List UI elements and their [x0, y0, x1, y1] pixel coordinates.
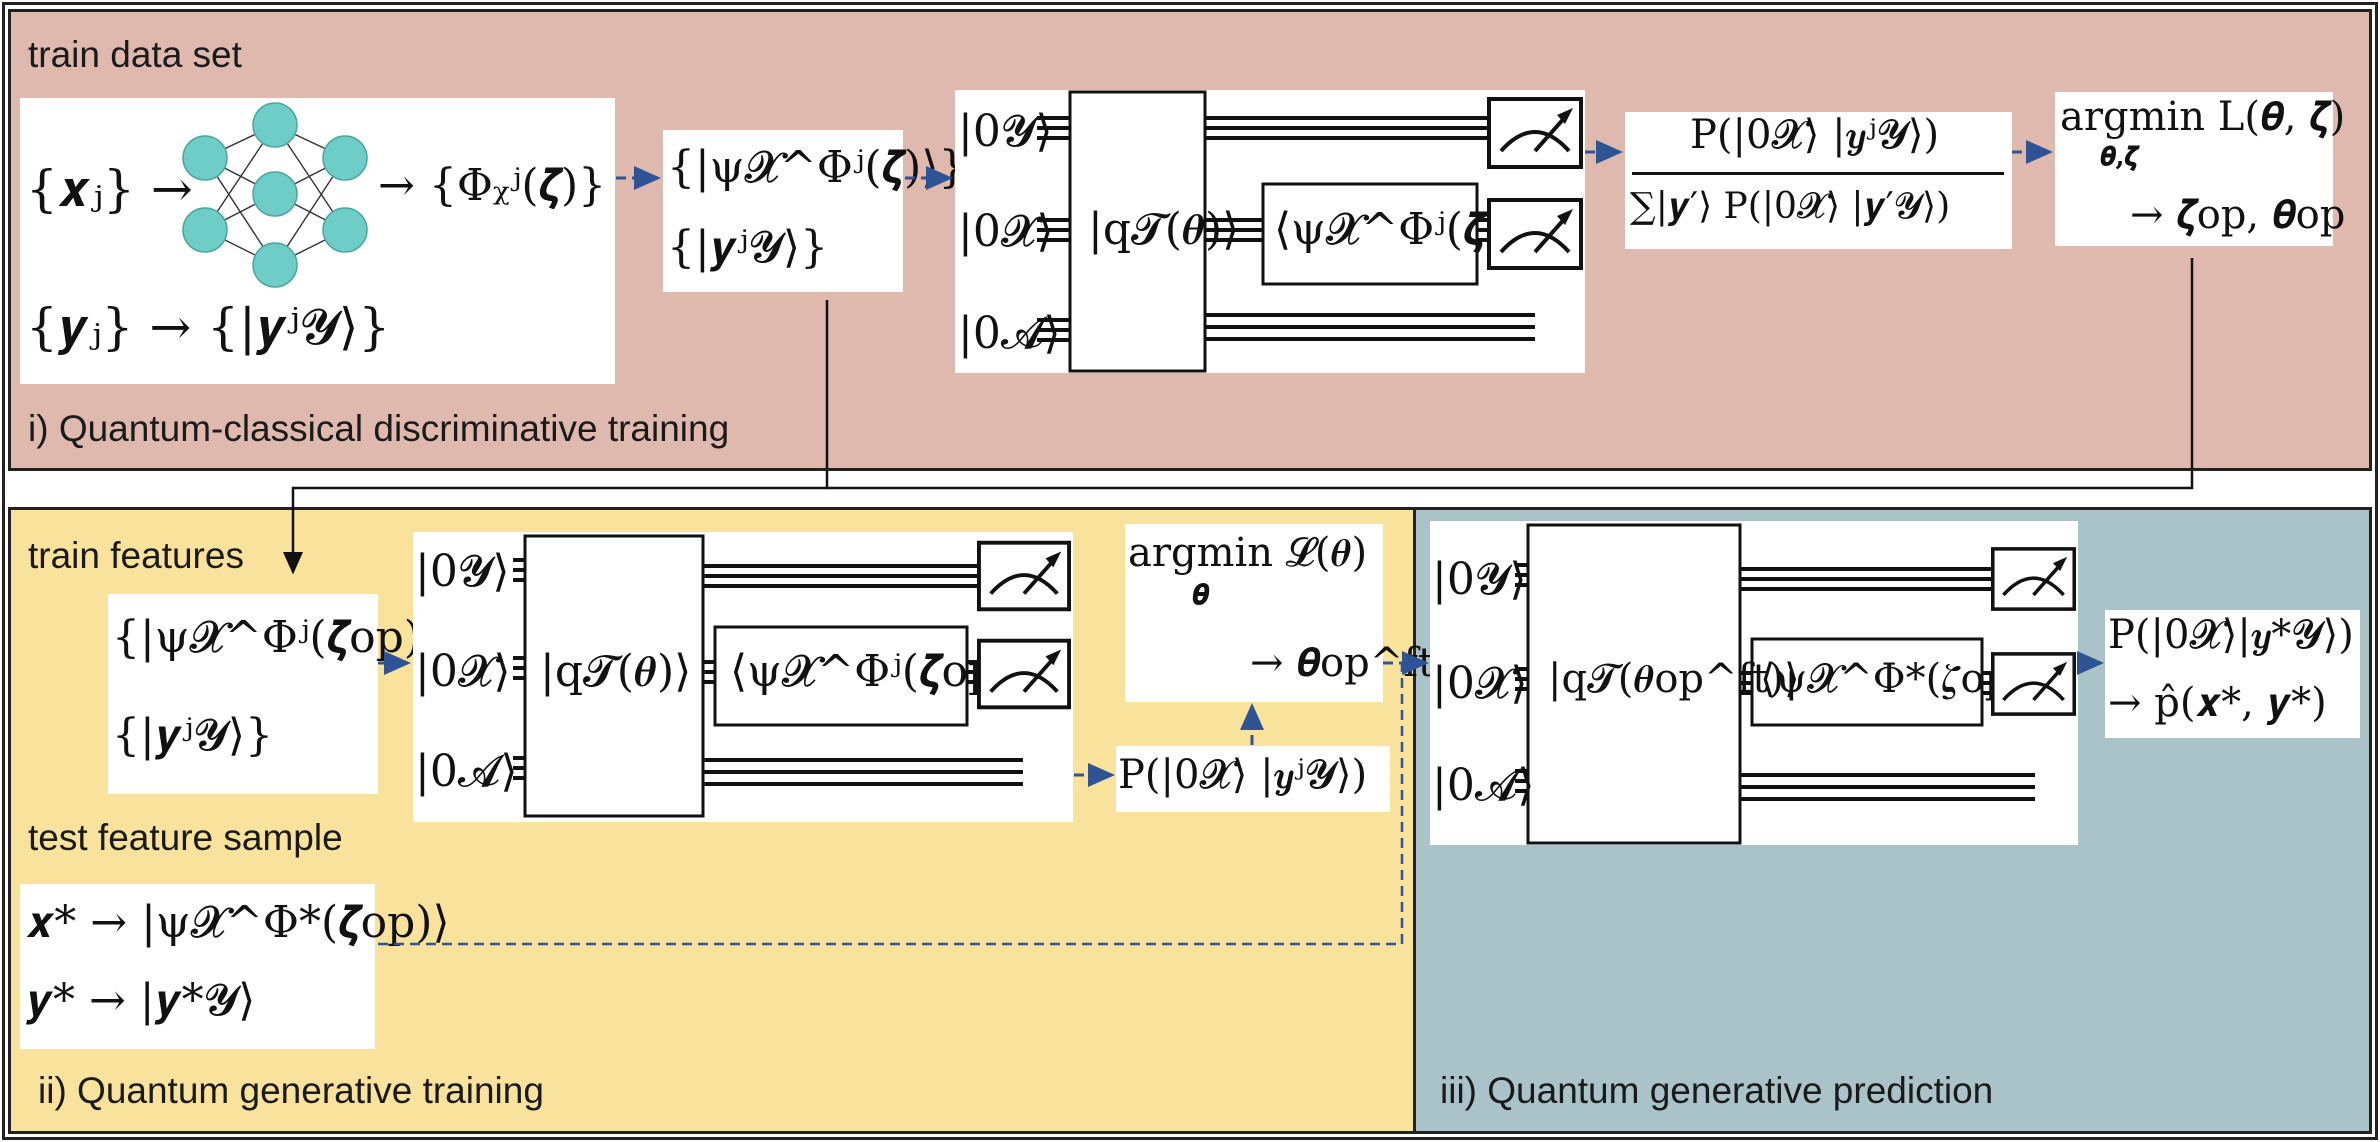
measurement-meter-icon — [1991, 652, 2076, 716]
ket-x-ii: |0𝓧⟩ — [415, 646, 511, 697]
unitary-ft-label: |q𝓣(𝜽op^ft)⟩ — [1548, 656, 1800, 702]
ratio-box — [1625, 112, 2012, 249]
y-star-label: 𝒚* → |𝒚*𝓨⟩ — [26, 975, 256, 1026]
ket-y-i: |0𝓨⟩ — [958, 106, 1053, 157]
circuit-ii-wires — [513, 534, 1023, 818]
argmin-cal-label: argmin 𝓛(𝜽) — [1128, 530, 1368, 576]
heading-stage-i: i) Quantum-classical discriminative trai… — [28, 408, 730, 449]
circuit-i-wires — [1037, 90, 1535, 373]
test-sample-box — [20, 884, 375, 1049]
heading-stage-ii: ii) Quantum generative training — [38, 1070, 544, 1111]
argmin-cal-box — [1125, 524, 1383, 702]
argmin-l-result: → 𝜻op, 𝜽op — [2130, 192, 2346, 238]
measurement-meter-icon — [1487, 198, 1583, 270]
heading-test-feature-sample: test feature sample — [28, 817, 343, 858]
x-star-label: 𝒙* → |ψ𝓧^Φ*(𝜻op)⟩ — [26, 897, 450, 948]
ket-a-iii: |0𝓐⟩ — [1432, 760, 1535, 811]
ket-y-ii: |0𝓨⟩ — [415, 546, 510, 597]
unitary-label-i: |q𝓣(𝜽)⟩ — [1088, 204, 1240, 255]
y-set-ii-label: {|𝒚ʲ𝓨⟩} — [112, 710, 274, 761]
measurement-meter-icon — [977, 638, 1071, 710]
heading-train-features: train features — [28, 535, 244, 576]
circuit-iii-wires — [1515, 523, 2035, 845]
psi-bra-label-i: ⟨ψ𝓧^Φʲ(𝜻)| — [1274, 204, 1518, 255]
y-set-label: {|𝒚ʲ𝓨⟩} — [667, 222, 829, 273]
argmin-l-box — [2055, 92, 2333, 246]
state-set-box — [663, 130, 903, 292]
measurement-meter-icon — [1487, 97, 1583, 169]
p-hat-label: → p̂(𝒙*, 𝒚*) — [2108, 680, 2327, 726]
ratio-denominator: ∑|𝒚′⟩ P(|0𝓧⟩ |𝒚′𝓨⟩) — [1630, 186, 1951, 227]
phi-output-label: → {Φᵪʲ(𝜻)} — [378, 160, 607, 211]
circuit-iii-box — [1430, 521, 2078, 845]
heading-stage-iii: iii) Quantum generative prediction — [1440, 1070, 1994, 1111]
p-pred-label: P(|0𝓧⟩|𝒚*𝓨⟩) — [2108, 612, 2354, 658]
measurement-meter-icon — [1991, 547, 2076, 611]
y-map-label: {𝒚ⱼ} → {|𝒚ʲ𝓨⟩} — [26, 298, 391, 356]
ket-y-iii: |0𝓨⟩ — [1432, 554, 1527, 605]
measurement-meter-icon — [977, 540, 1071, 612]
unitary-label-ii: |q𝓣(𝜽)⟩ — [540, 646, 692, 697]
p-cond-box — [1116, 746, 1390, 812]
ket-x-iii: |0𝓧⟩ — [1432, 658, 1528, 709]
argmin-cal-subscript: 𝜽 — [1192, 578, 1209, 611]
x-input-label: {𝒙ⱼ} → — [26, 160, 193, 218]
prediction-box — [2105, 610, 2360, 738]
train-features-box — [108, 594, 378, 794]
fraction-bar — [1632, 172, 2004, 175]
ket-a-ii: |0𝓐⟩ — [415, 746, 518, 797]
heading-train-data-set: train data set — [28, 34, 242, 75]
argmin-l-subscript: 𝜽,𝜻 — [2100, 142, 2138, 172]
ratio-numerator: P(|0𝓧⟩ |𝒚ʲ𝓨⟩) — [1690, 112, 1940, 158]
ket-a-i: |0𝓐⟩ — [958, 308, 1061, 359]
neural-network-icon — [182, 102, 368, 288]
p-cond-label: P(|0𝓧⟩ |𝒚ʲ𝓨⟩) — [1118, 752, 1368, 798]
psi-set-label: {|ψ𝓧^Φʲ(𝜻)⟩} — [667, 142, 967, 193]
argmin-l-label: argmin L(𝜽, 𝜻) — [2060, 94, 2346, 140]
